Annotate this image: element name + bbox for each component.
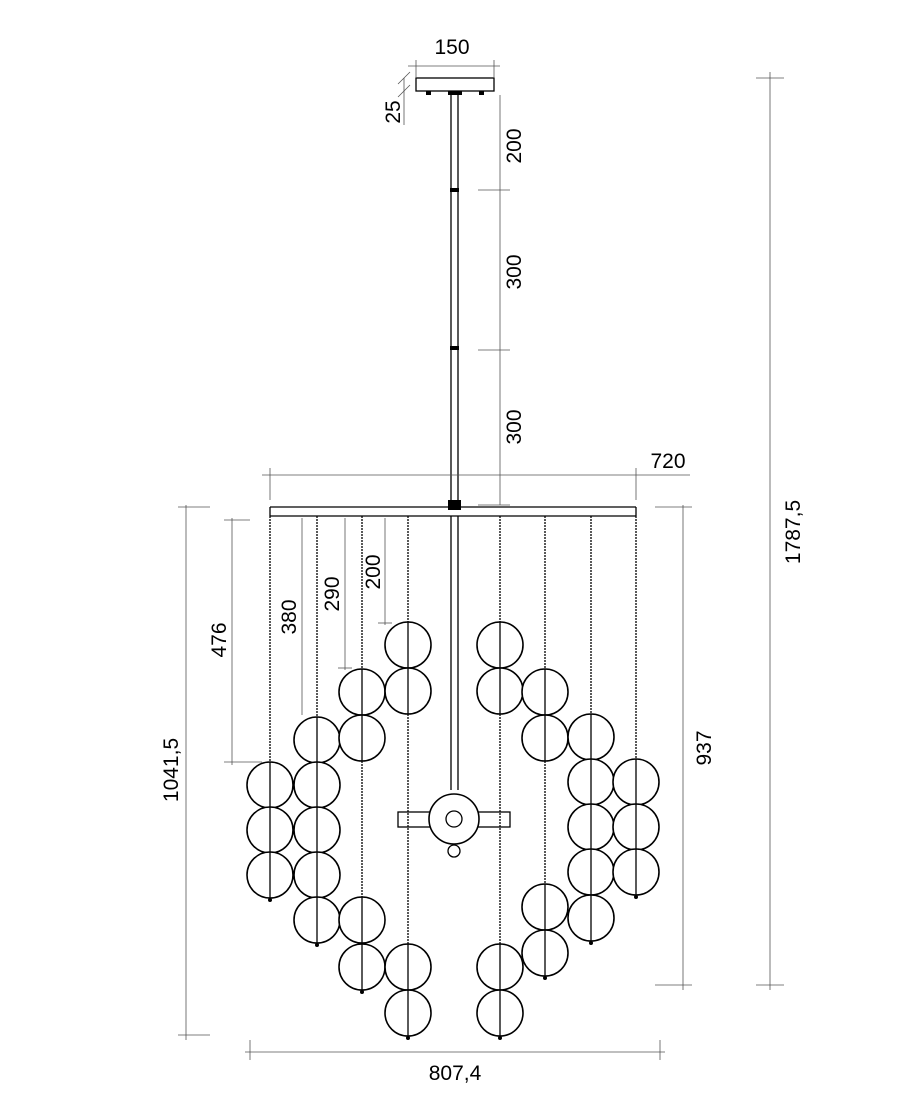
suspension-rod bbox=[448, 95, 461, 510]
body-height-label: 1041,5 bbox=[160, 738, 183, 802]
pendant-tip bbox=[589, 941, 593, 945]
bar-width-label: 720 bbox=[650, 450, 685, 473]
pendant-tip bbox=[268, 898, 272, 902]
pendant-tip bbox=[634, 895, 638, 899]
rod-segment-3-label: 300 bbox=[503, 409, 526, 444]
overall-width-label: 807,4 bbox=[429, 1062, 482, 1085]
hang-290-label: 290 bbox=[321, 576, 344, 611]
pendant-group bbox=[246, 516, 660, 1040]
hang-380-label: 380 bbox=[278, 599, 301, 634]
dimension-lines bbox=[178, 60, 784, 1060]
center-hub bbox=[397, 516, 511, 858]
hang-200-label: 200 bbox=[362, 554, 385, 589]
crossbar bbox=[269, 506, 637, 517]
pendant-tip bbox=[498, 1036, 502, 1040]
pendant-tip bbox=[360, 990, 364, 994]
rod-segment-2-label: 300 bbox=[503, 254, 526, 289]
canopy-width-label: 150 bbox=[434, 36, 469, 59]
hang-476-label: 476 bbox=[208, 622, 231, 657]
drop-height-label: 937 bbox=[693, 730, 716, 765]
pendant-tip bbox=[315, 943, 319, 947]
canopy bbox=[415, 77, 495, 95]
canopy-height-label: 25 bbox=[382, 100, 405, 123]
pendant-tip bbox=[406, 1036, 410, 1040]
rod-segment-1-label: 200 bbox=[503, 128, 526, 163]
total-height-label: 1787,5 bbox=[782, 500, 805, 564]
pendant-tip bbox=[543, 976, 547, 980]
